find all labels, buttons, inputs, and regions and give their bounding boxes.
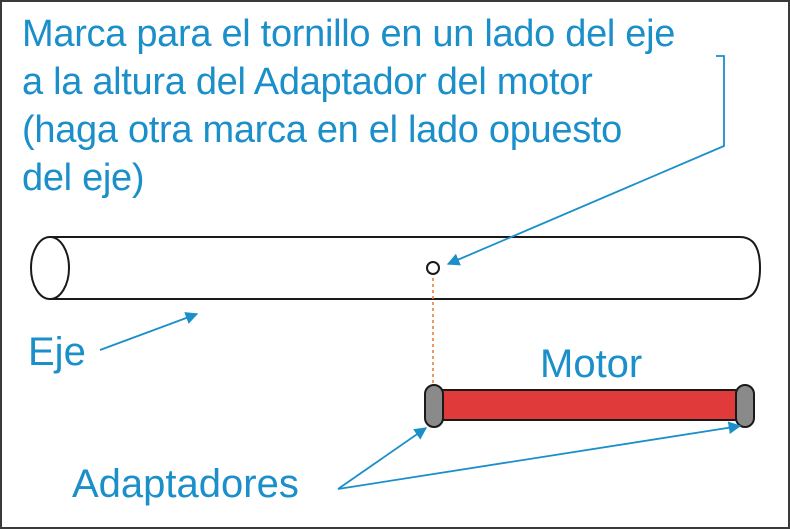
shaft-body [50, 236, 762, 300]
instruction-line-4: del eje) [22, 157, 145, 199]
shaft-label: Eje [28, 330, 86, 374]
motor [424, 384, 755, 428]
shaft-end-cap [30, 236, 70, 300]
adapter-left-pointer-arrow [337, 427, 428, 490]
adapter-right [735, 384, 755, 428]
instruction-line-3: (haga otra marca en el lado opuesto [22, 109, 623, 151]
instruction-pointer-arrow [446, 55, 725, 266]
motor-body [439, 389, 741, 421]
adapters-label: Adaptadores [72, 462, 299, 506]
motor-label: Motor [540, 342, 643, 386]
instruction-text: Marca para el tornillo en un lado del ej… [22, 10, 762, 202]
instruction-line-2: a la altura del Adaptador del motor [22, 61, 593, 103]
adapter-right-pointer-arrow [337, 421, 742, 490]
screw-mark [426, 261, 440, 275]
adapter-left [424, 384, 444, 428]
instruction-line-1: Marca para el tornillo en un lado del ej… [22, 13, 676, 55]
shaft-pointer-arrow [99, 312, 199, 351]
shaft [30, 236, 762, 300]
